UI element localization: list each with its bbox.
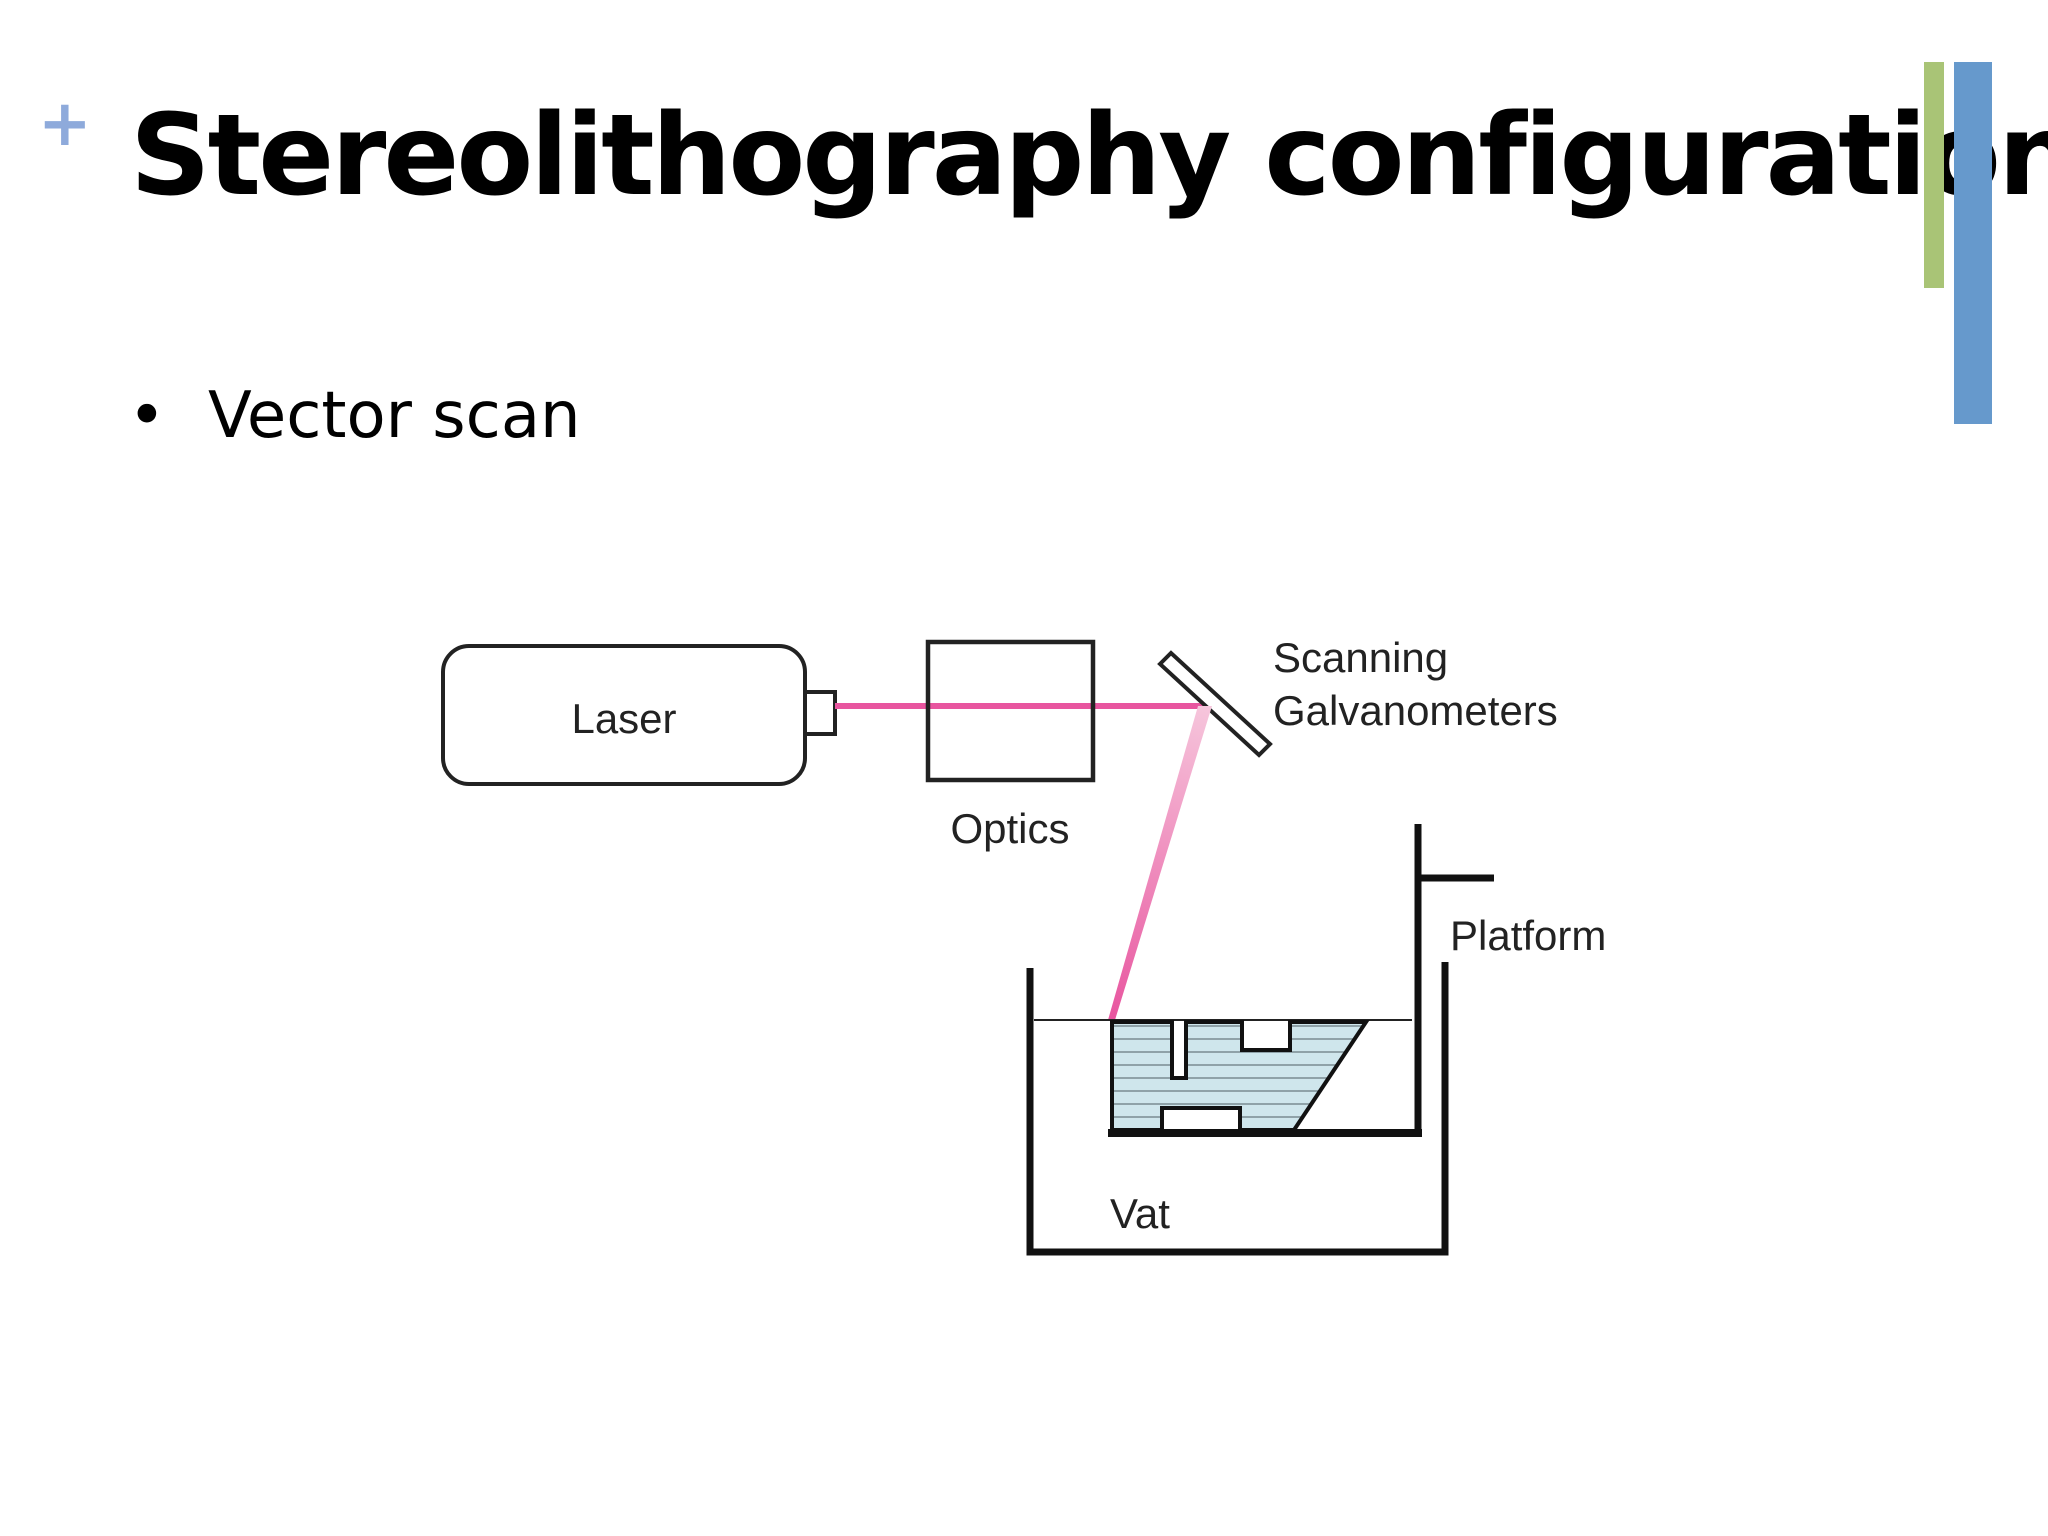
- bullet-marker: •: [128, 379, 166, 453]
- accent-bar-green: [1924, 62, 1944, 288]
- laser-aperture: [803, 690, 837, 736]
- accent-bar-blue: [1954, 62, 1992, 424]
- galvanometers-label: Galvanometers: [1273, 687, 1558, 734]
- bullet-text: Vector scan: [208, 379, 581, 453]
- platform-label: Platform: [1450, 912, 1606, 959]
- galvanometer-mirror: [1157, 650, 1273, 758]
- vat-label: Vat: [1110, 1190, 1170, 1237]
- scanning-label: Scanning: [1273, 634, 1448, 681]
- vat: [1026, 962, 1449, 1256]
- optics-label: Optics: [950, 805, 1069, 852]
- built-part: [1110, 1020, 1370, 1132]
- bullet-item: • Vector scan: [128, 378, 581, 455]
- optics-box: [925, 639, 1096, 783]
- laser-label: Laser: [571, 695, 676, 742]
- page-title: Stereolithography configurations: [130, 91, 2048, 221]
- deflected-beam: [1108, 706, 1212, 1020]
- plus-icon: +: [38, 87, 92, 161]
